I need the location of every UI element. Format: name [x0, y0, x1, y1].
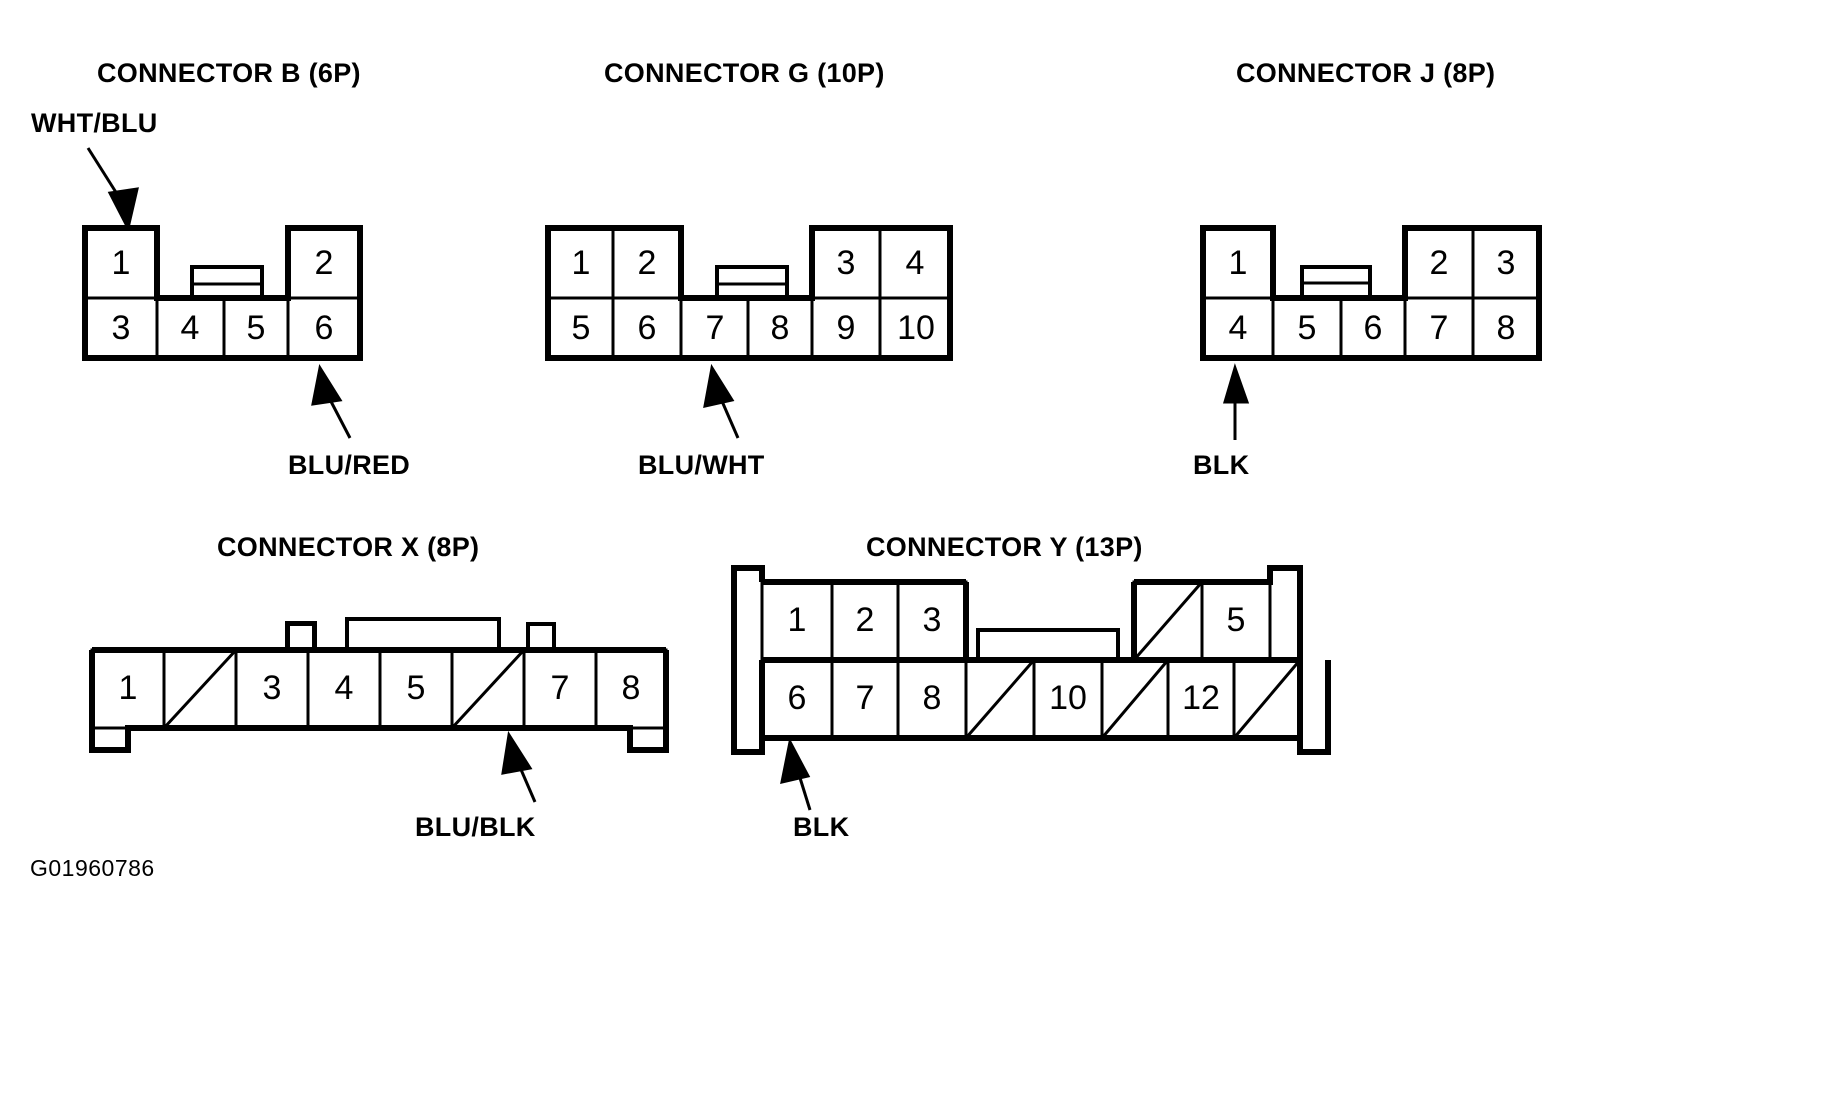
pin-cell-3 — [896, 580, 968, 662]
blank-slot-diagonal — [162, 648, 238, 730]
pin-label-7: 7 — [856, 679, 875, 717]
connector-g-title: CONNECTOR G (10P) — [604, 58, 885, 88]
latch-tab-icon — [715, 265, 789, 300]
pin-cell-6 — [1339, 296, 1407, 360]
blank-slot-diagonal — [1132, 581, 1204, 661]
connector-x-graphic: 1 3 4 5 7 8 — [89, 617, 669, 803]
connector-g-graphic: 1 2 3 4 5 6 7 8 9 10 — [545, 225, 953, 439]
pin-label-2: 2 — [1430, 244, 1449, 282]
pin-cell-8 — [1471, 296, 1541, 360]
pin-label-3: 3 — [112, 309, 131, 347]
connector-y-title: CONNECTOR Y (13P) — [866, 532, 1143, 562]
pin-cell-2 — [611, 226, 683, 300]
pin-cell-3 — [234, 648, 310, 730]
connector-b-wire-label-wht-blu: WHT/BLU — [31, 108, 158, 138]
latch-tab-icon — [1300, 265, 1372, 300]
pin-label-8: 8 — [923, 679, 942, 717]
pin-label-1: 1 — [1229, 244, 1248, 282]
pin-label-4: 4 — [335, 669, 354, 707]
pin-label-5: 5 — [247, 309, 266, 347]
blank-slot-diagonal — [964, 659, 1036, 739]
arrow-to-pin-1-icon — [86, 147, 139, 233]
pin-label-7: 7 — [1430, 309, 1449, 347]
latch-bar-icon — [285, 617, 556, 652]
connector-b-graphic: 1 2 3 4 5 6 — [82, 147, 363, 439]
latch-tab-icon — [190, 265, 264, 300]
connector-g-wire-label-blu-wht: BLU/WHT — [638, 450, 765, 480]
latch-tab-icon — [976, 628, 1120, 662]
pin-label-4: 4 — [181, 309, 200, 347]
arrow-to-pin-6-icon — [780, 737, 812, 811]
connector-b-wire-label-blu-red: BLU/RED — [288, 450, 411, 480]
pin-label-3: 3 — [1497, 244, 1516, 282]
pin-label-8: 8 — [1497, 309, 1516, 347]
pin-label-10: 10 — [1049, 679, 1087, 717]
pin-label-2: 2 — [315, 244, 334, 282]
pin-label-1: 1 — [119, 669, 138, 707]
pin-cell-3 — [83, 296, 159, 360]
connector-b-title: CONNECTOR B (6P) — [97, 58, 361, 88]
pin-label-1: 1 — [788, 601, 807, 639]
blank-slot-diagonal — [1100, 659, 1170, 739]
pin-label-2: 2 — [856, 601, 875, 639]
pin-cell-4 — [878, 226, 952, 300]
pin-label-6: 6 — [638, 309, 657, 347]
pin-cell-4 — [306, 648, 382, 730]
connector-x-title: CONNECTOR X (8P) — [217, 532, 480, 562]
pin-label-6: 6 — [788, 679, 807, 717]
diagram-code-label: G01960786 — [30, 855, 155, 881]
pin-label-3: 3 — [837, 244, 856, 282]
connector-j-title: CONNECTOR J (8P) — [1236, 58, 1496, 88]
arrow-to-pin-7-icon — [501, 730, 537, 803]
pin-cell-5 — [222, 296, 290, 360]
blank-slot-diagonal — [450, 648, 526, 730]
pin-label-8: 8 — [622, 669, 641, 707]
arrow-to-pin-6-icon — [311, 363, 352, 439]
pin-label-5: 5 — [1298, 309, 1317, 347]
pin-label-4: 4 — [1229, 309, 1248, 347]
pin-label-8: 8 — [771, 309, 790, 347]
connector-y-graphic: 1 2 3 5 6 7 8 10 12 — [731, 565, 1331, 811]
pin-label-6: 6 — [315, 309, 334, 347]
pin-label-5: 5 — [1227, 601, 1246, 639]
pin-label-3: 3 — [923, 601, 942, 639]
pin-label-5: 5 — [407, 669, 426, 707]
connector-j-wire-label-blk: BLK — [1193, 450, 1250, 480]
pin-label-1: 1 — [572, 244, 591, 282]
pin-label-7: 7 — [706, 309, 725, 347]
pin-label-3: 3 — [263, 669, 282, 707]
pin-cell-4 — [1201, 296, 1275, 360]
pin-label-12: 12 — [1182, 679, 1220, 717]
connector-j-graphic: 1 2 3 4 5 6 7 8 — [1200, 225, 1542, 440]
pin-cell-5 — [546, 296, 615, 360]
pin-label-2: 2 — [638, 244, 657, 282]
pin-label-4: 4 — [906, 244, 925, 282]
arrow-to-pin-7-icon — [703, 363, 740, 439]
blank-slot-diagonal — [1232, 659, 1302, 739]
connector-y-wire-label-blk: BLK — [793, 812, 850, 842]
pin-cell-3 — [810, 226, 882, 300]
arrow-to-pin-4-icon — [1222, 363, 1250, 440]
pin-label-1: 1 — [112, 244, 131, 282]
pin-label-10: 10 — [897, 309, 935, 347]
pin-cell-1 — [760, 580, 834, 662]
pin-label-7: 7 — [551, 669, 570, 707]
pin-label-5: 5 — [572, 309, 591, 347]
pin-label-9: 9 — [837, 309, 856, 347]
pin-label-6: 6 — [1364, 309, 1383, 347]
connector-x-wire-label-blu-blk: BLU/BLK — [415, 812, 536, 842]
